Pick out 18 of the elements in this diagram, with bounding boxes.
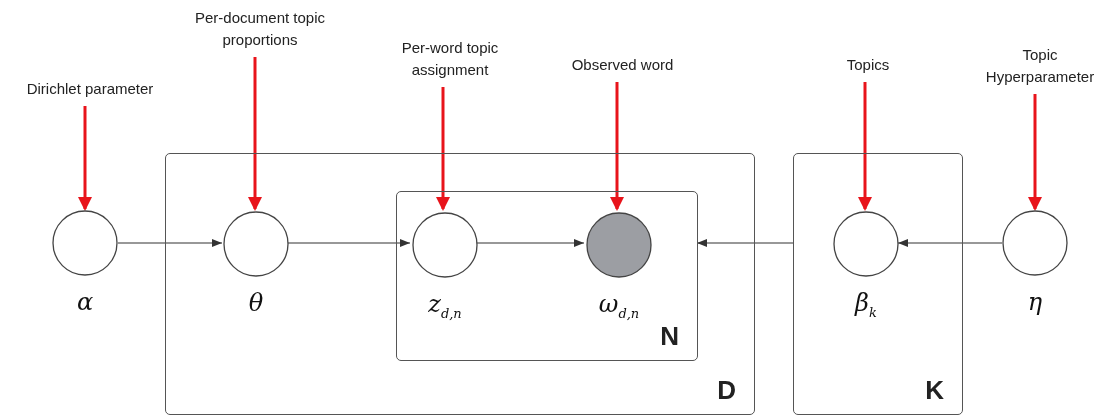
annotation-text: Dirichlet parameter bbox=[5, 78, 175, 100]
plate-box bbox=[396, 191, 698, 361]
annotation-text: Topics bbox=[818, 54, 918, 76]
variable-symbol: θ bbox=[247, 289, 265, 317]
annotation-text: Topic Hyperparameter bbox=[980, 44, 1100, 88]
plate-box bbox=[793, 153, 963, 415]
variable-symbol: ω$_{d,n}$ bbox=[597, 290, 641, 321]
plate-label: K bbox=[925, 375, 944, 406]
variable-symbol: β$_{k}$ bbox=[853, 289, 878, 320]
variable-symbol: η bbox=[1026, 288, 1044, 316]
variable-symbol: α bbox=[75, 288, 95, 316]
plate-label: N bbox=[660, 321, 679, 352]
annotation-text: Observed word bbox=[545, 54, 700, 76]
annotation-text: Per-document topic proportions bbox=[185, 7, 335, 51]
annotation-text: Per-word topic assignment bbox=[380, 37, 520, 81]
plate-label: D bbox=[717, 375, 736, 406]
plate-box bbox=[165, 153, 755, 415]
variable-symbol: z$_{d,n}$ bbox=[427, 290, 463, 321]
